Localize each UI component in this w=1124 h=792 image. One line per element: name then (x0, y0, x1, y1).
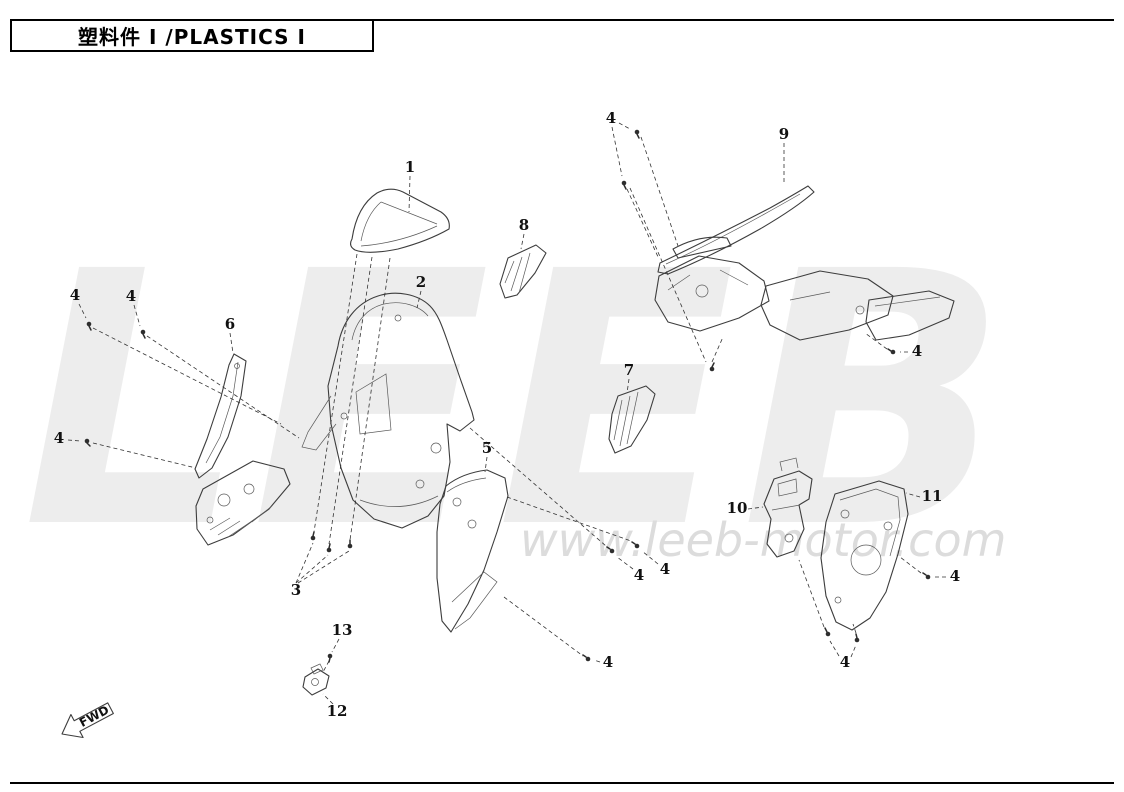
screw-icons (84, 129, 931, 663)
part-callout-4: 4 (606, 109, 616, 127)
part-callout-3: 3 (291, 581, 301, 599)
part-6-trim-strip (194, 353, 247, 479)
part-12-clip (302, 663, 330, 696)
part-callout-4: 4 (70, 286, 80, 304)
page-title: 塑料件 I /PLASTICS I (78, 25, 306, 49)
screw-icon (824, 627, 831, 637)
part-callout-2: 2 (416, 273, 426, 291)
screw-icon (621, 180, 627, 190)
part-callout-6: 6 (225, 315, 235, 333)
part-callout-8: 8 (519, 216, 529, 234)
screw-icon (634, 129, 640, 139)
screw-icon (140, 329, 146, 339)
screw-icon (310, 531, 316, 541)
screw-icon (887, 348, 896, 355)
page-title-box: 塑料件 I /PLASTICS I (10, 19, 374, 52)
fwd-label: FWD (77, 703, 111, 730)
part-callout-4: 4 (54, 429, 64, 447)
screw-icon (709, 362, 715, 372)
part-callout-4: 4 (840, 653, 850, 671)
part-9-rear-fender-assembly (654, 185, 955, 341)
watermark-brand: LEEB (22, 197, 1014, 605)
part-10-bracket (763, 457, 813, 558)
part-2-front-panel (301, 292, 475, 529)
part-8-fin (499, 244, 547, 299)
screw-icon (922, 572, 931, 580)
footboard-panel (195, 460, 291, 546)
part-callout-7: 7 (624, 361, 634, 379)
part-callout-13: 13 (332, 621, 353, 639)
part-callout-4: 4 (912, 342, 922, 360)
screw-icon (582, 654, 591, 662)
screw-icon (854, 633, 860, 643)
part-callout-4: 4 (603, 653, 613, 671)
part-1-windshield (349, 188, 450, 253)
screw-icon (347, 539, 353, 549)
part-callout-4: 4 (634, 566, 644, 584)
top-rule (10, 19, 1114, 21)
part-callout-4: 4 (950, 567, 960, 585)
screw-icon (84, 438, 91, 447)
screw-icon (631, 541, 640, 549)
part-5-side-cover (436, 469, 509, 633)
fwd-arrow: FWD (61, 702, 114, 739)
screw-icon (326, 543, 332, 553)
part-callout-4: 4 (660, 560, 670, 578)
part-callout-5: 5 (482, 439, 492, 457)
part-callout-4: 4 (126, 287, 136, 305)
watermark-url: www.leeb-motor.com (520, 513, 1006, 567)
leader-lines (67, 122, 946, 705)
part-callout-11: 11 (922, 487, 943, 505)
screw-icon (606, 546, 615, 554)
part-callout-9: 9 (779, 125, 789, 143)
part-callout-1: 1 (405, 158, 415, 176)
screw-icon-part-13 (327, 653, 333, 663)
screw-icon (86, 321, 92, 331)
bottom-rule (10, 782, 1114, 784)
part-callout-12: 12 (327, 702, 348, 720)
part-callout-10: 10 (727, 499, 748, 517)
part-7-fin (608, 385, 656, 454)
part-11-side-panel (820, 480, 909, 631)
